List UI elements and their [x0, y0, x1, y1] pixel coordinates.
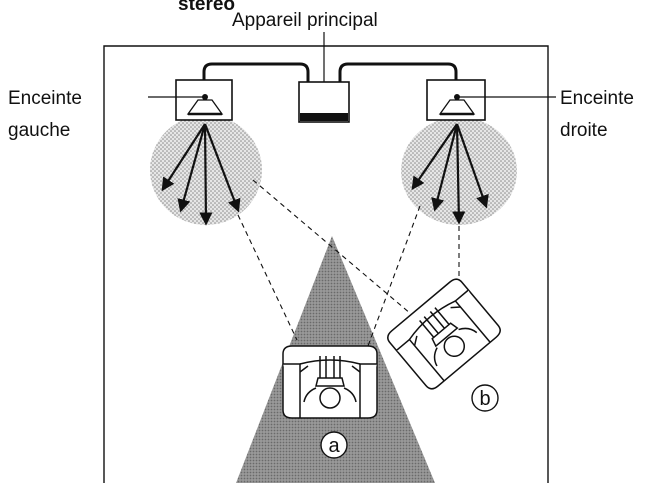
left-arrow-3: [199, 123, 213, 226]
left-arrow-4: [203, 123, 241, 213]
right-speaker-arrows: [411, 123, 489, 225]
left-speaker-icon: [175, 79, 233, 121]
right-speaker-label-line2: droite: [560, 120, 608, 141]
dashed-sight-lines: [237, 179, 460, 347]
sight-line-right-to-a: [367, 205, 421, 347]
right-arrow-1: [411, 123, 458, 191]
position-marker-a: a: [320, 431, 348, 459]
left-cable: [202, 62, 310, 86]
right-speaker-icon: [426, 79, 486, 121]
right-arrow-3: [452, 123, 466, 225]
right-speaker-label-line1: Enceinte: [560, 88, 634, 109]
right-cable: [338, 62, 458, 86]
sight-line-left-to-b: [252, 179, 412, 315]
left-speaker-arrows: [161, 123, 241, 226]
left-arrow-2: [177, 123, 207, 213]
sight-line-left-to-a: [237, 214, 298, 341]
top-cut-label: stéréo: [178, 0, 235, 15]
right-arrow-4: [455, 123, 489, 209]
listener-b-armchair: [387, 278, 501, 390]
position-marker-b: b: [471, 384, 499, 412]
main-unit-label: Appareil principal: [232, 10, 378, 31]
listener-a-armchair: [282, 345, 378, 419]
main-unit-icon: [298, 81, 350, 123]
right-arrow-2: [431, 123, 459, 212]
left-speaker-label-line2: gauche: [8, 120, 70, 141]
position-marker-b-label: b: [479, 388, 490, 410]
room-outline: [103, 45, 549, 483]
position-marker-a-label: a: [328, 435, 340, 457]
left-speaker-label-line1: Enceinte: [8, 88, 82, 109]
left-arrow-1: [161, 123, 206, 192]
